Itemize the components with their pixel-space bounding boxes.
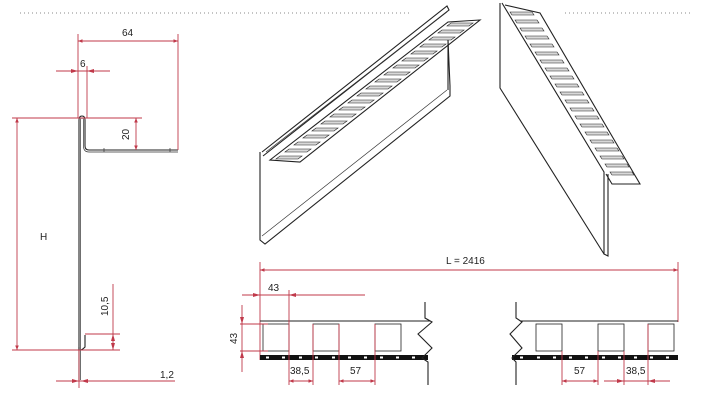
dim-left-pitch-gap: 57 (350, 366, 362, 377)
dim-right-pitch-gap: 57 (574, 366, 586, 377)
dim-total-length: L = 2416 (446, 256, 485, 267)
dim-flange-height: 20 (121, 128, 132, 140)
slot-row-end (509, 11, 635, 176)
dim-right-gap: 38,5 (626, 366, 646, 377)
slot-row-front (275, 22, 474, 160)
dim-hem-width: 6 (80, 59, 86, 70)
dim-thickness: 1,2 (160, 370, 174, 381)
dim-total-height: H (40, 232, 47, 243)
dim-slot-height: 43 (229, 332, 240, 344)
length-view: L = 2416 43 43 38,5 (229, 256, 679, 385)
dim-left-gap: 38,5 (290, 366, 310, 377)
dim-bottom-return: 10,5 (100, 296, 111, 316)
dim-top-width: 64 (122, 28, 134, 39)
isometric-view-end (499, 2, 641, 257)
dim-left-offset: 43 (268, 283, 280, 294)
isometric-view-front (259, 5, 482, 245)
cross-section-view: 64 6 20 H 10,5 1,2 (12, 28, 179, 388)
